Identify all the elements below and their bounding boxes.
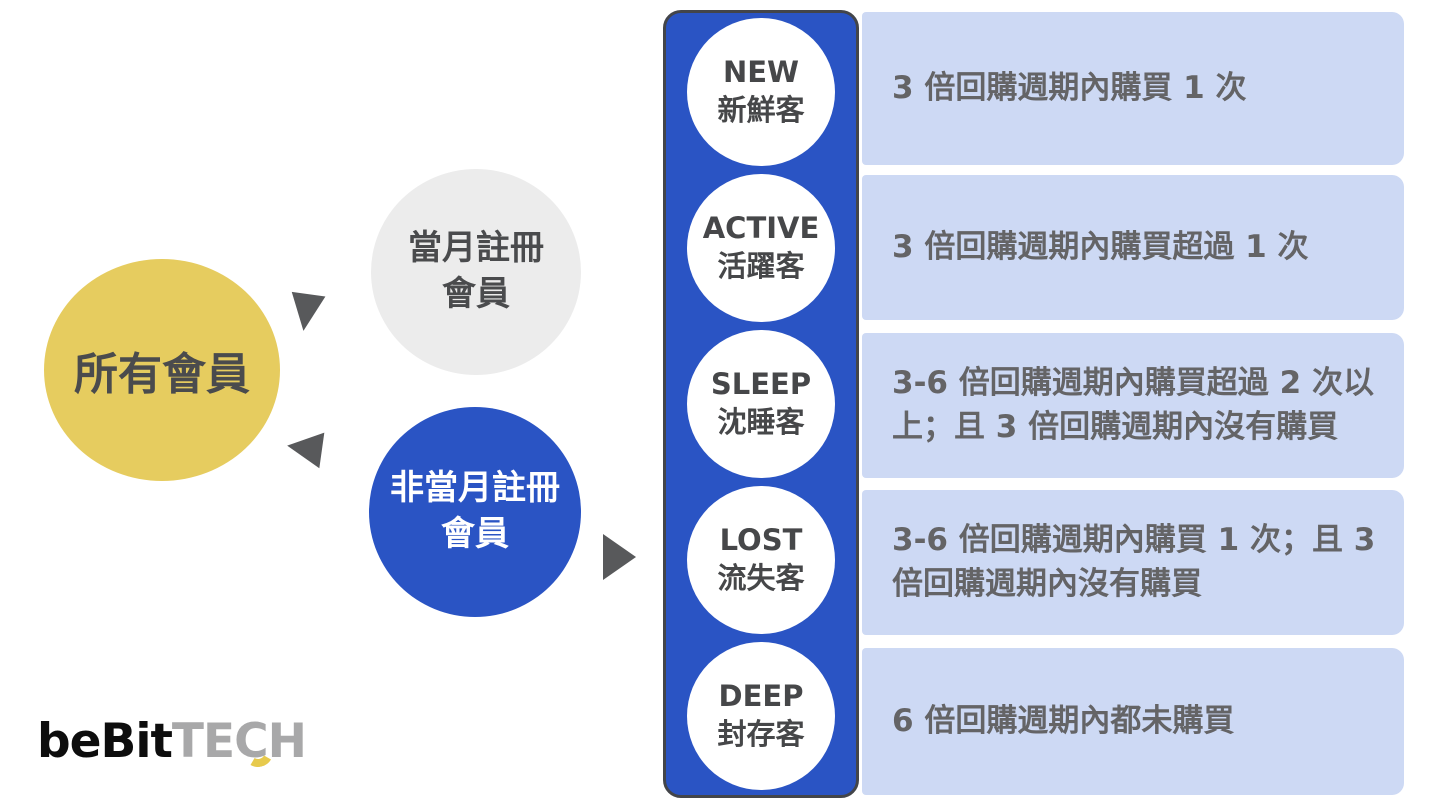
segment-name: 沈睡客 [717, 405, 805, 439]
logo-text-tech: TECH [171, 714, 307, 771]
segment-description: 3 倍回購週期內購買 1 次 [892, 69, 1247, 106]
segment-code: NEW [722, 55, 800, 90]
bebittech-logo: beBitTECH [37, 714, 307, 771]
node-all-members: 所有會員 [44, 259, 280, 481]
segment-description-panel-deep: 6 倍回購週期內都未購買 [862, 648, 1404, 795]
node-non-current-month-line1: 非當月註冊 [390, 468, 560, 509]
segment-name: 活躍客 [717, 249, 805, 283]
arrow-right-icon [603, 534, 636, 580]
segment-name: 流失客 [717, 561, 805, 595]
segment-name: 封存客 [717, 717, 805, 751]
segment-description: 3 倍回購週期內購買超過 1 次 [892, 228, 1309, 265]
segment-description-panel-sleep: 3-6 倍回購週期內購買超過 2 次以上；且 3 倍回購週期內沒有購買 [862, 333, 1404, 478]
logo-text-bebit: beBit [37, 714, 173, 769]
segment-circle-lost: LOST 流失客 [687, 486, 835, 634]
segment-description: 6 倍回購週期內都未購買 [892, 702, 1235, 739]
logo-tech-label: TECH [171, 714, 307, 769]
segment-description-panel-active: 3 倍回購週期內購買超過 1 次 [862, 175, 1404, 320]
segment-circle-sleep: SLEEP 沈睡客 [687, 330, 835, 478]
node-all-members-label: 所有會員 [74, 349, 250, 400]
segment-code: LOST [719, 523, 803, 558]
segment-circle-active: ACTIVE 活躍客 [687, 174, 835, 322]
segment-code: DEEP [718, 679, 804, 714]
arrow-left-icon [284, 427, 325, 469]
node-non-current-month-line2: 會員 [441, 514, 509, 554]
segment-code: SLEEP [710, 367, 812, 402]
node-current-month-line2: 會員 [442, 274, 510, 314]
segment-description-panel-new: 3 倍回購週期內購買 1 次 [862, 12, 1404, 165]
segment-description: 3-6 倍回購週期內購買 1 次；且 3 倍回購週期內沒有購買 [892, 522, 1376, 602]
node-current-month-line1: 當月註冊 [408, 228, 544, 269]
segment-circle-new: NEW 新鮮客 [687, 18, 835, 166]
segment-description: 3-6 倍回購週期內購買超過 2 次以上；且 3 倍回購週期內沒有購買 [892, 365, 1374, 445]
arrow-down-icon [286, 291, 326, 334]
segment-circle-deep: DEEP 封存客 [687, 642, 835, 790]
node-non-current-month-members: 非當月註冊 會員 [369, 407, 581, 617]
segment-code: ACTIVE [702, 211, 820, 246]
segment-name: 新鮮客 [717, 93, 805, 127]
segment-column: NEW 新鮮客 ACTIVE 活躍客 SLEEP 沈睡客 LOST 流失客 DE… [663, 10, 859, 798]
node-current-month-members: 當月註冊 會員 [371, 169, 581, 375]
segment-description-panel-lost: 3-6 倍回購週期內購買 1 次；且 3 倍回購週期內沒有購買 [862, 490, 1404, 635]
